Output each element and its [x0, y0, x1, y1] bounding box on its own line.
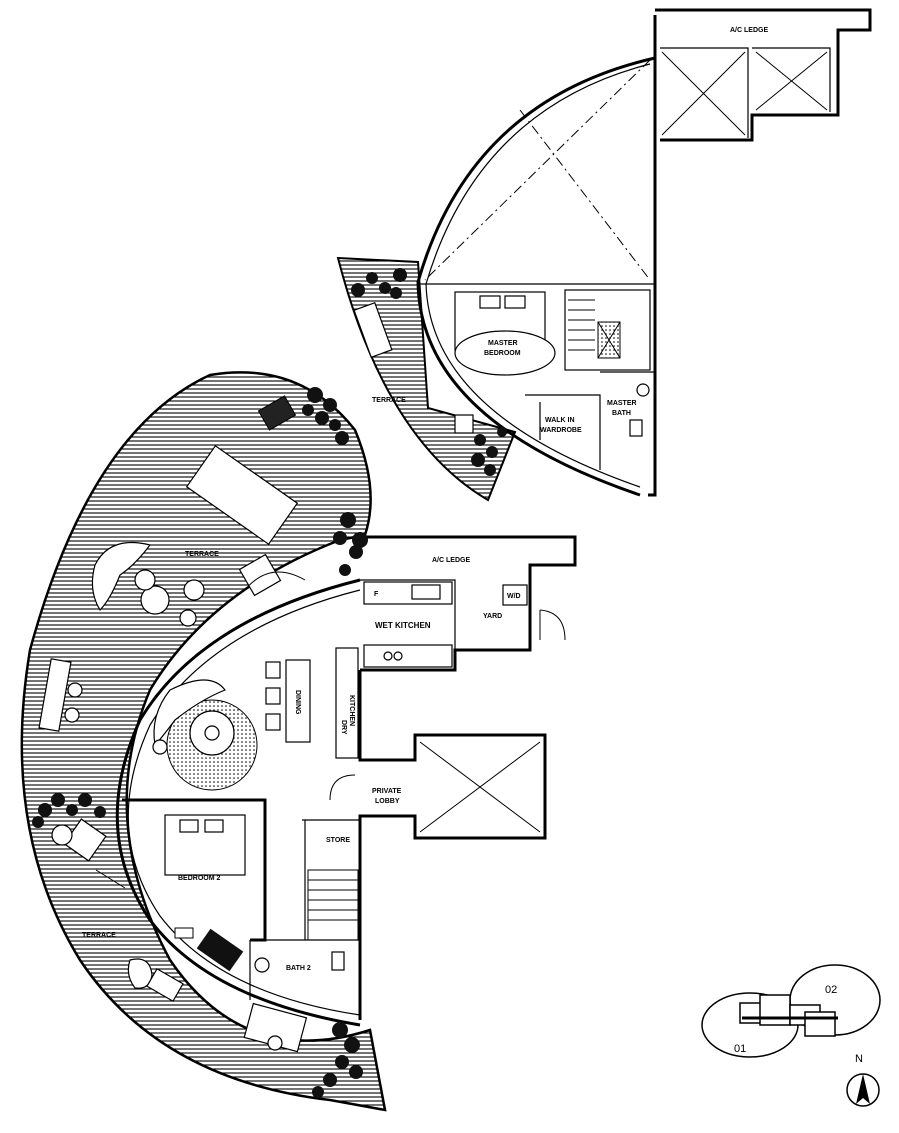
- upper-terrace-area: [336, 256, 517, 502]
- dining-table: [285, 659, 311, 743]
- bedroom2-bed: [164, 814, 246, 876]
- master-bath-label-2: BATH: [612, 410, 631, 417]
- wd-label: W/D: [507, 593, 521, 600]
- master-bath-label: MASTER: [607, 400, 637, 407]
- wardrobe-label: WARDROBE: [540, 427, 582, 434]
- ac-ledge-top-label: A/C LEDGE: [730, 27, 768, 34]
- upper-unit: A/C LEDGE MASTER BEDROOM WALK IN WARDROB…: [336, 8, 872, 502]
- main-terrace-plants: [32, 387, 368, 1098]
- key-plan: 01 02: [701, 964, 881, 1058]
- dry-kitchen-label-2: KITCHEN: [348, 695, 355, 726]
- yard-label: YARD: [483, 613, 502, 620]
- key-plan-unit-02: 02: [825, 984, 837, 996]
- north-arrow: N: [846, 1053, 880, 1107]
- store-label: STORE: [326, 837, 350, 844]
- terrace-upper-label: TERRACE: [372, 397, 406, 404]
- private-lobby-label: PRIVATE: [372, 788, 402, 795]
- terrace-lower-label: TERRACE: [82, 932, 116, 939]
- main-unit: F WET KITCHEN A/C LEDGE W/D YARD DRY KIT…: [20, 371, 577, 1112]
- fridge-label: F: [374, 591, 379, 598]
- master-rug: [454, 330, 556, 376]
- ac-ledge-mid-label: A/C LEDGE: [432, 557, 470, 564]
- dry-kitchen-label: DRY: [340, 720, 347, 735]
- master-bedroom-label-2: BEDROOM: [484, 350, 521, 357]
- private-lobby-label-2: LOBBY: [375, 798, 400, 805]
- bedroom2-label: BEDROOM 2: [178, 875, 221, 882]
- wet-kitchen-label: WET KITCHEN: [375, 621, 431, 630]
- upper-curved-wall: [416, 56, 656, 497]
- bath2-label: BATH 2: [286, 965, 311, 972]
- walk-in-label: WALK IN: [545, 417, 575, 424]
- terrace-table-top: [185, 445, 299, 545]
- master-bedroom-label: MASTER: [488, 340, 518, 347]
- north-label: N: [855, 1053, 863, 1065]
- key-plan-unit-01: 01: [734, 1043, 746, 1055]
- upper-terrace-plants: [351, 268, 507, 476]
- terrace-main-label: TERRACE: [185, 551, 219, 558]
- dining-label: DINING: [294, 690, 301, 715]
